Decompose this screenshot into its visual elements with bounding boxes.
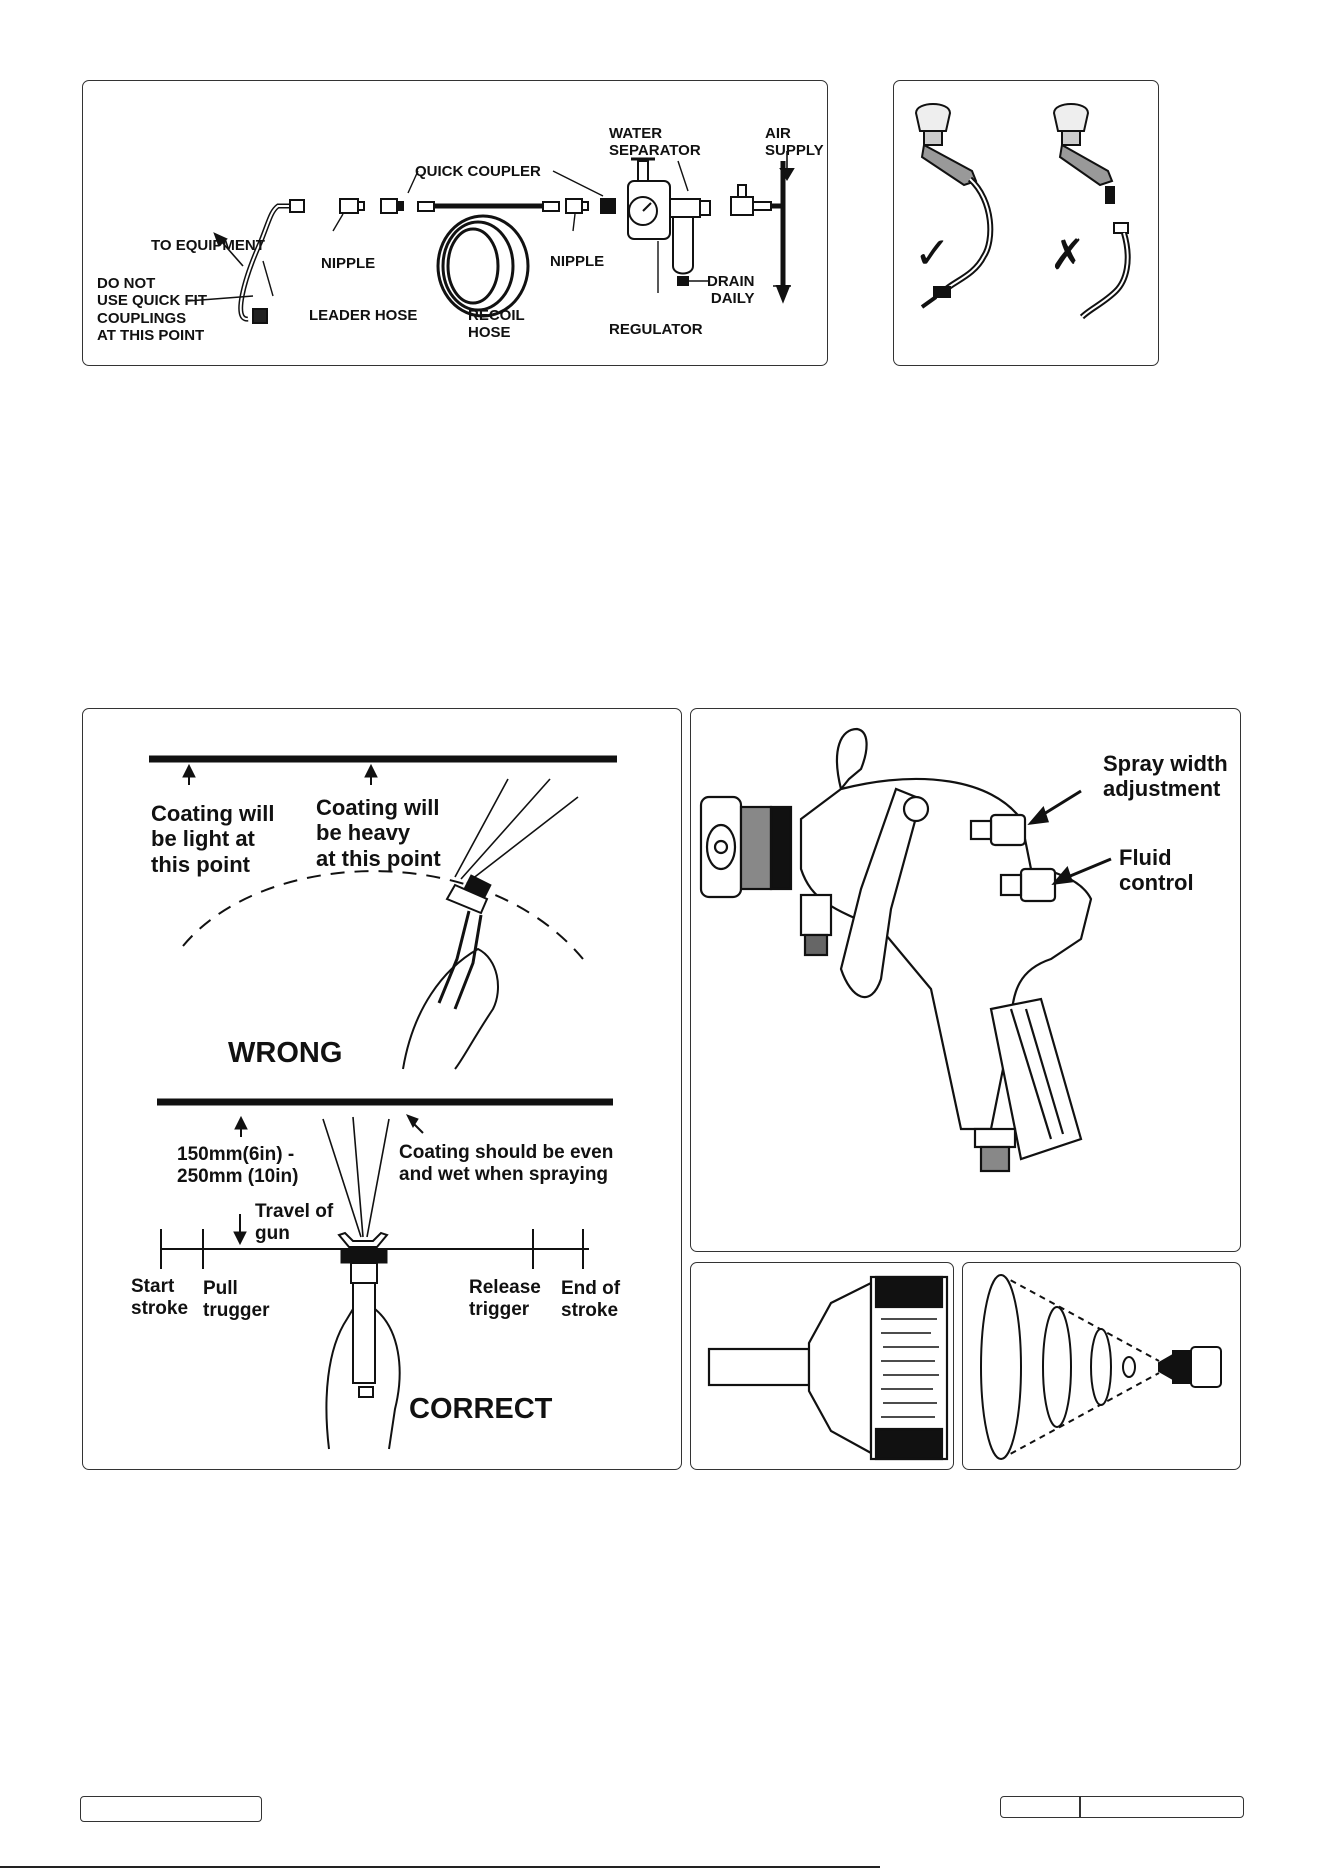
footer-right-divider: [1079, 1797, 1081, 1817]
nipple-left-label: NIPPLE: [321, 255, 375, 272]
end-of-stroke-label: End of stroke: [561, 1278, 620, 1322]
water-separator-label: WATER SEPARATOR: [609, 125, 701, 160]
wrong-cross-icon: ✗: [1050, 231, 1085, 279]
air-supply-panel: WATER SEPARATOR AIR SUPPLY QUICK COUPLER…: [82, 80, 828, 366]
travel-of-gun-label: Travel of gun: [255, 1201, 333, 1245]
wrong-heading: WRONG: [228, 1037, 342, 1070]
air-cap-panel: [690, 1262, 954, 1470]
bottom-rule: [0, 1866, 880, 1868]
even-coating-label: Coating should be even and wet when spra…: [399, 1142, 613, 1186]
leader-hose-label: LEADER HOSE: [309, 307, 417, 324]
quick-coupler-label: QUICK COUPLER: [415, 163, 541, 180]
recoil-hose-label: RECOIL HOSE: [468, 307, 525, 342]
spray-width-label: Spray width adjustment: [1103, 751, 1228, 802]
connection-check-panel: ✓ ✗: [893, 80, 1159, 366]
correct-check-icon: ✓: [914, 229, 951, 280]
nipple-right-label: NIPPLE: [550, 253, 604, 270]
regulator-label: REGULATOR: [609, 321, 703, 338]
spray-technique-panel: Coating will be light at this point Coat…: [82, 708, 682, 1470]
fluid-control-label: Fluid control: [1119, 845, 1194, 896]
spray-gun-panel: Spray width adjustment Fluid control: [690, 708, 1241, 1252]
air-cap-drawing: [691, 1263, 955, 1471]
drain-daily-label: DRAIN DAILY: [707, 273, 755, 308]
correct-heading: CORRECT: [409, 1393, 552, 1426]
start-stroke-label: Start stroke: [131, 1276, 188, 1320]
to-equipment-label: TO EQUIPMENT: [151, 237, 265, 254]
spray-pattern-drawing: [963, 1263, 1242, 1471]
spray-pattern-panel: [962, 1262, 1241, 1470]
pull-trigger-label: Pull trugger: [203, 1278, 270, 1322]
light-point-label: Coating will be light at this point: [151, 801, 274, 877]
distance-label: 150mm(6in) - 250mm (10in): [177, 1144, 298, 1188]
connection-check-drawing: [894, 81, 1160, 367]
footer-right-box: [1000, 1796, 1244, 1818]
air-supply-label: AIR SUPPLY: [765, 125, 824, 160]
do-not-use-label: DO NOT USE QUICK FIT COUPLINGS AT THIS P…: [97, 275, 207, 344]
release-trigger-label: Release trigger: [469, 1277, 541, 1321]
footer-left-box: [80, 1796, 262, 1822]
heavy-point-label: Coating will be heavy at this point: [316, 795, 441, 871]
